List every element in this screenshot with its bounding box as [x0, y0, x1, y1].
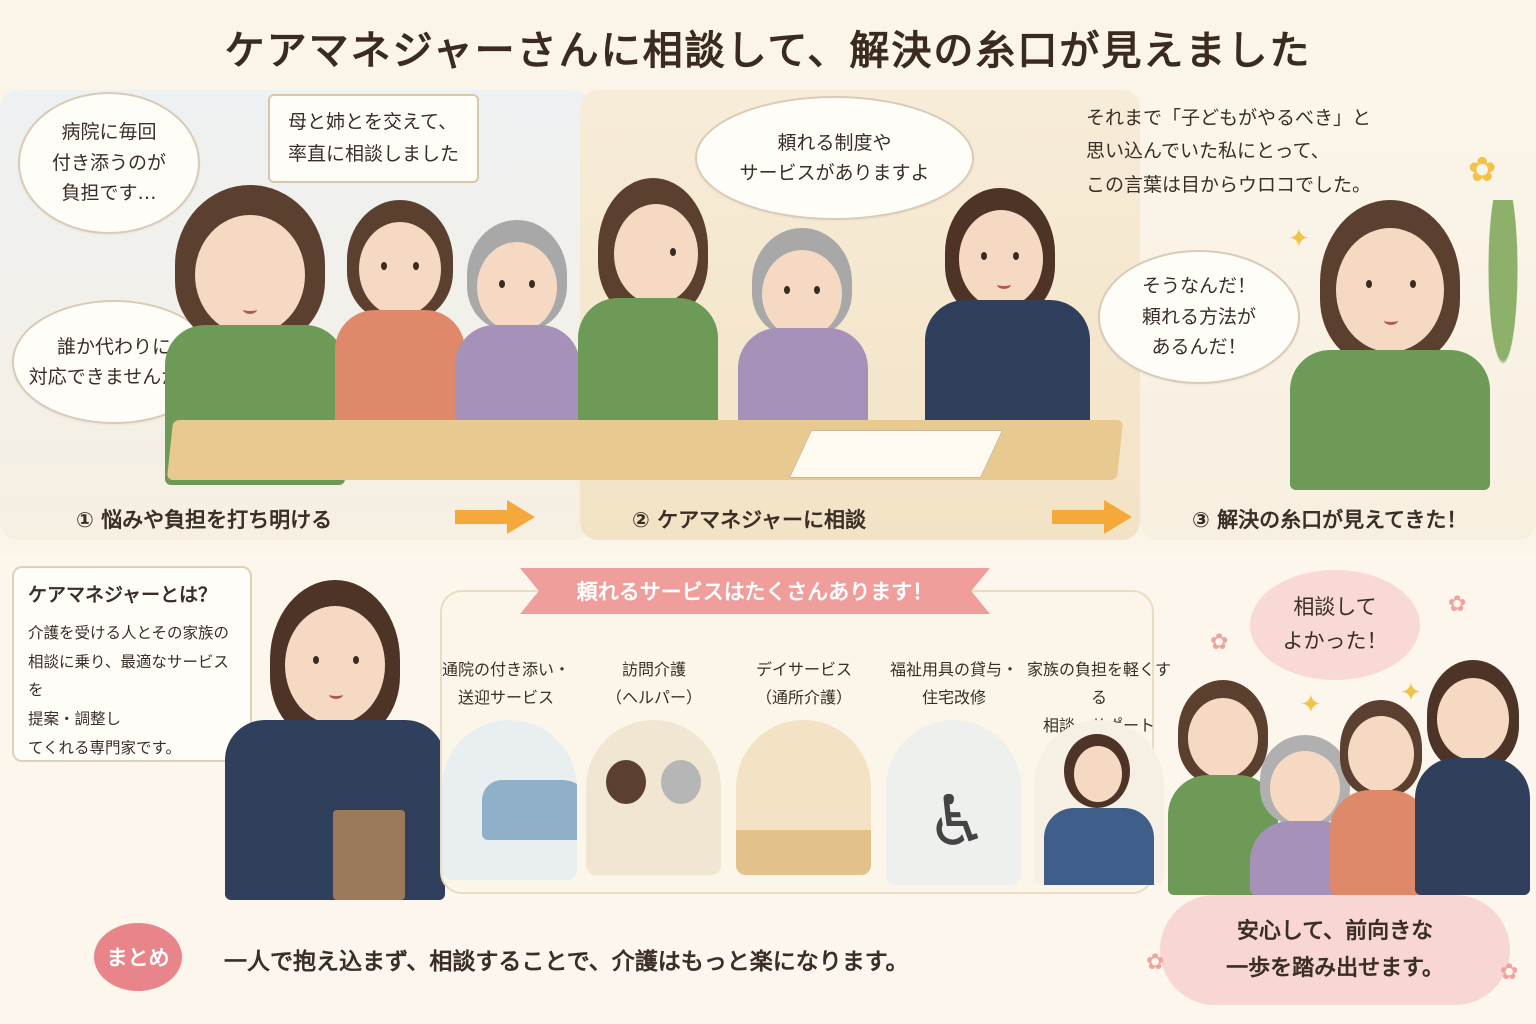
step1-label: ① 悩みや負担を打ち明ける: [76, 508, 333, 532]
summary-badge: まとめ: [94, 923, 182, 991]
flower-icon: ✿: [1448, 592, 1467, 617]
service-label-equipment: 福祉用具の貸与・ 住宅改修: [889, 660, 1018, 707]
service-image-home-care: [586, 720, 721, 875]
flower-icon: ✿: [1210, 630, 1229, 655]
service-label-home-care: 訪問介護 （ヘルパー）: [605, 660, 702, 707]
service-image-transport: [442, 720, 577, 880]
page-title: ケアマネジャーさんに相談して、解決の糸口が見えました: [224, 28, 1312, 74]
sparkle-icon: ✦: [1400, 678, 1422, 708]
happy-woman: [1290, 200, 1490, 490]
service-image-family-support: [1034, 720, 1164, 885]
services-banner: 頼れるサービスはたくさんあります！: [520, 568, 990, 614]
worry-bubble-top: 病院に毎回 付き添うのが 負担です…: [18, 92, 200, 234]
relief-bubble: そうなんだ！ 頼れる方法が あるんだ！: [1098, 250, 1300, 384]
house-plant: [1478, 200, 1528, 430]
family-message: 安心して、前向きな 一歩を踏み出せます。: [1160, 895, 1510, 1005]
service-image-equipment: ♿: [886, 720, 1021, 885]
wheelchair-icon: ♿: [926, 780, 989, 862]
narration-text: それまで「子どもがやるべき」と 思い込んでいた私にとって、 この言葉は目からウロ…: [1086, 107, 1372, 196]
family-bubble: 相談して よかった！: [1250, 570, 1420, 680]
care-manager-at-table: [905, 188, 1090, 458]
sparkle-icon: ✦: [1300, 690, 1322, 720]
advice-bubble: 頼れる制度や サービスがありますよ: [695, 96, 974, 220]
family-woman-orange: [1330, 700, 1430, 895]
service-image-day-service: [736, 720, 871, 875]
flower-icon: ✿: [1146, 950, 1165, 975]
flower-icon: ✿: [1468, 150, 1497, 190]
step2-label: ② ケアマネジャーに相談: [632, 508, 867, 532]
care-manager-definition: ケアマネジャーとは？ 介護を受ける人とその家族の 相談に乗り、最適なサービスを …: [12, 566, 252, 762]
step3-label: ③ 解決の糸口が見えてきた！: [1192, 508, 1468, 532]
definition-text: 介護を受ける人とその家族の 相談に乗り、最適なサービスを 提案・調整し てくれる…: [28, 624, 230, 757]
sparkle-icon: ✦: [1288, 224, 1310, 254]
care-manager-pointing: [215, 580, 445, 900]
scene1-note: 母と姉とを交えて、 率直に相談しました: [268, 94, 480, 183]
flower-icon: ✿: [1500, 960, 1519, 985]
summary-text: 一人で抱え込まず、相談することで、介護はもっと楽になります。: [224, 949, 909, 975]
service-label-transport: 通院の付き添い・ 送迎サービス: [441, 660, 570, 707]
family-care-manager: [1415, 660, 1530, 895]
document: [788, 430, 1004, 478]
arrow-right-icon: [1052, 500, 1132, 534]
arrow-right-icon: [455, 500, 535, 534]
service-label-day-service: デイサービス （通所介護）: [755, 660, 852, 707]
clipboard: [333, 810, 405, 900]
definition-title: ケアマネジャーとは？: [28, 584, 218, 606]
